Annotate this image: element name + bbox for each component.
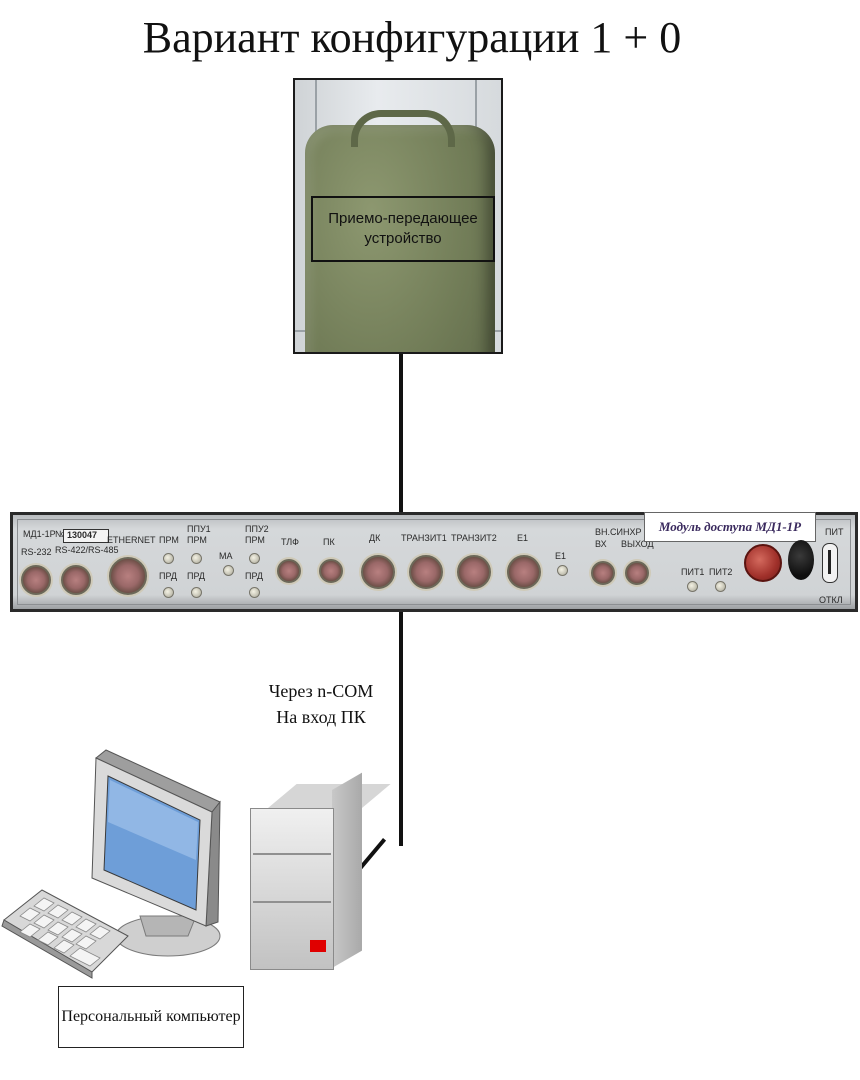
port-label-ethernet: ETHERNET	[107, 535, 156, 545]
serial-prefix-text: №	[55, 529, 65, 539]
caption-line-1: Через n-COM	[268, 681, 374, 701]
power-knob	[788, 540, 814, 580]
label-ppu1-prd: ПРД	[187, 571, 205, 581]
e1-connector	[500, 548, 548, 596]
connection-caption: Через n-COM На вход ПК	[228, 678, 414, 730]
label-ppu2-prd: ПРД	[245, 571, 263, 581]
transceiver-label: Приемо-передающее устройство	[311, 196, 495, 262]
pc-label: Персональный компьютер	[58, 986, 244, 1048]
wire-module-to-pc	[399, 610, 403, 846]
model-text: МД1-1Р	[23, 529, 56, 539]
label-prd1: ПРД	[159, 571, 177, 581]
label-sync-out: ВЫХОД	[621, 539, 654, 549]
label-ppu2: ППУ2	[245, 524, 269, 534]
led-ppu1-prm	[191, 553, 202, 564]
label-ppu1: ППУ1	[187, 524, 211, 534]
ethernet-connector	[102, 550, 154, 602]
port-label-rs422: RS-422/RS-485	[55, 545, 119, 555]
rs422-connector	[54, 558, 98, 602]
fuse-knob	[744, 544, 782, 582]
pk-connector	[312, 552, 350, 590]
led-e1	[557, 565, 568, 576]
label-pit1: ПИТ1	[681, 567, 705, 577]
led-pit2	[715, 581, 726, 592]
label-prm1: ПРМ	[159, 535, 179, 545]
label-pit2: ПИТ2	[709, 567, 733, 577]
wire-transceiver-to-module	[399, 352, 403, 514]
diagram-title: Вариант конфигурации 1 + 0	[142, 13, 682, 62]
label-pit: ПИТ	[825, 527, 844, 537]
label-ppu1-prm: ПРМ	[187, 535, 207, 545]
led-ppu2-prd	[249, 587, 260, 598]
label-tlf: ТЛФ	[281, 537, 299, 547]
label-sync: ВН.СИНХР	[595, 527, 642, 537]
tranzit1-connector	[402, 548, 450, 596]
label-ppu2-prm: ПРМ	[245, 535, 265, 545]
label-otkl: ОТКЛ	[819, 595, 843, 605]
tower-side	[332, 772, 362, 968]
label-pk: ПК	[323, 537, 335, 547]
monitor-icon	[1, 749, 221, 979]
sync-in-connector	[584, 554, 622, 592]
caption-line-2: На вход ПК	[276, 707, 366, 727]
label-dk: ДК	[369, 533, 381, 543]
transceiver-body	[305, 125, 495, 352]
led-ppu1-prd	[191, 587, 202, 598]
power-switch	[822, 543, 838, 583]
label-tranzit2: ТРАНЗИТ2	[451, 533, 497, 543]
label-tranzit1: ТРАНЗИТ1	[401, 533, 447, 543]
led-ma	[223, 565, 234, 576]
led-pit1	[687, 581, 698, 592]
sync-out-connector	[618, 554, 656, 592]
rs232-connector	[14, 558, 58, 602]
label-e1: E1	[517, 533, 529, 543]
label-e1-led: E1	[555, 551, 567, 561]
label-sync-in: ВХ	[595, 539, 607, 549]
module-label: Модуль доступа МД1-1Р	[644, 512, 816, 542]
tlf-connector	[270, 552, 308, 590]
led-ppu2-prm	[249, 553, 260, 564]
tower-top	[268, 784, 391, 808]
tranzit2-connector	[450, 548, 498, 596]
label-ma: МА	[219, 551, 233, 561]
dk-connector	[354, 548, 402, 596]
transceiver-handle	[351, 110, 455, 147]
led-prd1	[163, 587, 174, 598]
port-label-rs232: RS-232	[21, 547, 52, 557]
tower-power-led	[310, 940, 326, 952]
led-prm1	[163, 553, 174, 564]
transceiver-photo: Приемо-передающее устройство	[293, 78, 503, 354]
serial-plate: 130047	[63, 529, 109, 543]
